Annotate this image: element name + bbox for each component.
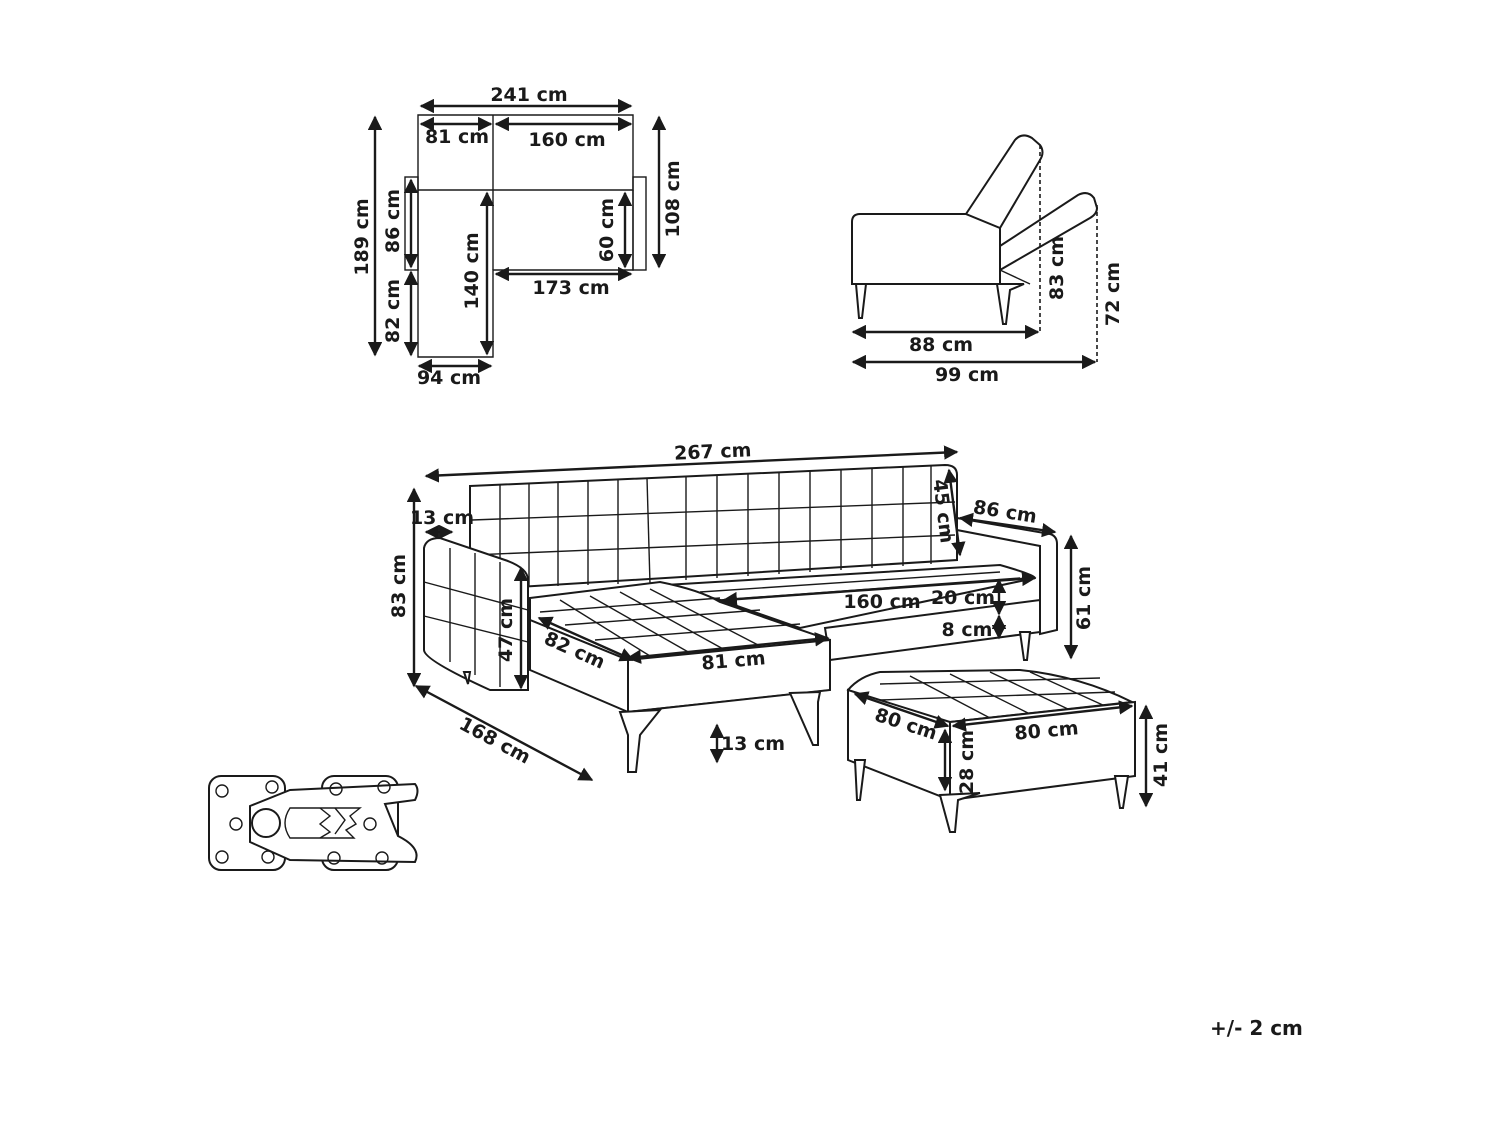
plan-view: 241 cm 81 cm 160 cm 189 cm 86 cm 82 cm 1… bbox=[351, 84, 684, 389]
ottoman-cushion-height-label: 28 cm bbox=[956, 730, 978, 794]
side-seat-depth-label: 88 cm bbox=[909, 334, 973, 356]
plan-seat-depth-label: 60 cm bbox=[596, 198, 618, 262]
plan-sofa-depth-label: 108 cm bbox=[662, 160, 684, 237]
main-total-height-label: 83 cm bbox=[388, 554, 410, 618]
plan-total-depth-label: 189 cm bbox=[351, 198, 373, 275]
tolerance-note: +/- 2 cm bbox=[1210, 1016, 1303, 1040]
main-leg-height-label: 13 cm bbox=[721, 733, 785, 755]
main-cushion-height-label: 20 cm bbox=[931, 587, 995, 609]
plan-back-depth-label: 86 cm bbox=[382, 189, 404, 253]
main-seat-height-arm-label: 47 cm bbox=[495, 598, 517, 662]
plan-sofa-width-label: 160 cm bbox=[528, 129, 605, 151]
plan-chaise-remaining-label: 82 cm bbox=[382, 279, 404, 343]
side-total-depth-label: 99 cm bbox=[935, 364, 999, 386]
ottoman-height-label: 41 cm bbox=[1150, 723, 1172, 787]
plan-chaise-width-label: 81 cm bbox=[425, 126, 489, 148]
main-base-height-label: 8 cm bbox=[942, 619, 993, 641]
plan-chaise-bottom-width-label: 94 cm bbox=[417, 367, 481, 389]
main-seat-width-label: 160 cm bbox=[843, 591, 920, 613]
side-reclined-height-label: 72 cm bbox=[1102, 262, 1124, 326]
plan-seat-width-label: 173 cm bbox=[532, 277, 609, 299]
side-view: 88 cm 99 cm 83 cm 72 cm bbox=[851, 134, 1124, 386]
main-total-width-label: 267 cm bbox=[674, 439, 752, 464]
ottoman-view: 80 cm 80 cm 28 cm 41 cm bbox=[846, 668, 1172, 833]
plan-total-width-label: 241 cm bbox=[490, 84, 567, 106]
hinge-detail-icon bbox=[208, 775, 419, 871]
main-seat-height-label: 61 cm bbox=[1073, 566, 1095, 630]
plan-chaise-length-label: 140 cm bbox=[461, 232, 483, 309]
main-chaise-length-label: 168 cm bbox=[456, 713, 535, 769]
main-armrest-width-label: 13 cm bbox=[410, 507, 474, 529]
side-backrest-height-label: 83 cm bbox=[1046, 236, 1068, 300]
